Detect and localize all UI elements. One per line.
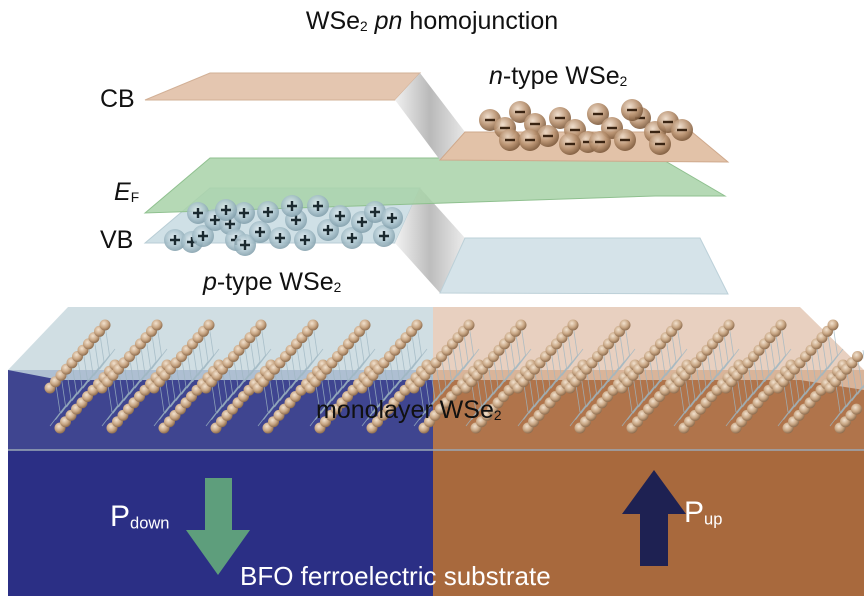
electron-particle	[509, 101, 531, 123]
atom	[852, 351, 863, 362]
atom	[151, 319, 163, 331]
wse2-layer-top-p	[8, 307, 433, 370]
wse2-lattice	[44, 319, 864, 434]
electron-particle	[549, 107, 571, 129]
p-down-label: Pdown	[110, 500, 170, 533]
hole-particle	[257, 201, 279, 223]
hole-particle	[373, 225, 395, 247]
electron-particle	[614, 129, 636, 151]
electron-particle	[519, 129, 541, 151]
lattice-bonds	[361, 324, 428, 427]
monolayer-label: monolayer WSe2	[316, 396, 502, 424]
polarization-up-arrow	[622, 470, 686, 566]
cb-label: CB	[100, 85, 135, 113]
atom	[567, 319, 579, 331]
hole-particle	[249, 221, 271, 243]
atom	[411, 319, 423, 331]
lattice-bonds	[465, 324, 532, 427]
atom	[775, 319, 787, 331]
atom	[851, 403, 862, 415]
vb-label: VB	[100, 226, 134, 254]
hole-particle	[233, 202, 255, 224]
atom	[671, 319, 683, 331]
hole-particle	[192, 225, 214, 247]
hole-particle	[215, 199, 237, 221]
n-type-label: n-type WSe2	[489, 62, 628, 90]
hole-particle	[307, 195, 329, 217]
substrate-label: BFO ferroelectric substrate	[240, 561, 551, 591]
electron-particle	[621, 99, 643, 121]
electrons-cluster	[479, 99, 693, 155]
atom	[827, 319, 839, 331]
p-up-label: Pup	[684, 496, 723, 529]
hole-particle	[341, 227, 363, 249]
hole-particle	[294, 229, 316, 251]
atom	[619, 319, 631, 331]
hole-particle	[164, 229, 186, 251]
hole-particle	[364, 201, 386, 223]
electron-particle	[649, 133, 671, 155]
atom	[723, 319, 735, 331]
electron-particle	[537, 125, 559, 147]
hole-particle	[234, 234, 256, 256]
atom	[463, 319, 475, 331]
atom	[203, 319, 215, 331]
electron-particle	[499, 129, 521, 151]
electron-particle	[671, 119, 693, 141]
holes-cluster	[164, 195, 403, 256]
atom	[99, 319, 111, 331]
p-type-label: p-type WSe2	[203, 268, 342, 296]
hole-particle	[269, 227, 291, 249]
atom	[359, 319, 371, 331]
atom	[515, 319, 527, 331]
electron-particle	[587, 103, 609, 125]
hole-particle	[281, 195, 303, 217]
lattice-bonds	[153, 324, 220, 427]
atom	[255, 319, 267, 331]
polarization-down-arrow	[186, 478, 250, 575]
diagram-title: WSe2 pn homojunction	[305, 7, 559, 35]
electron-particle	[589, 131, 611, 153]
electron-particle	[559, 133, 581, 155]
hole-particle	[187, 202, 209, 224]
hole-particle	[329, 205, 351, 227]
ef-label: EF	[114, 178, 140, 206]
hole-particle	[381, 207, 403, 229]
atom	[307, 319, 319, 331]
